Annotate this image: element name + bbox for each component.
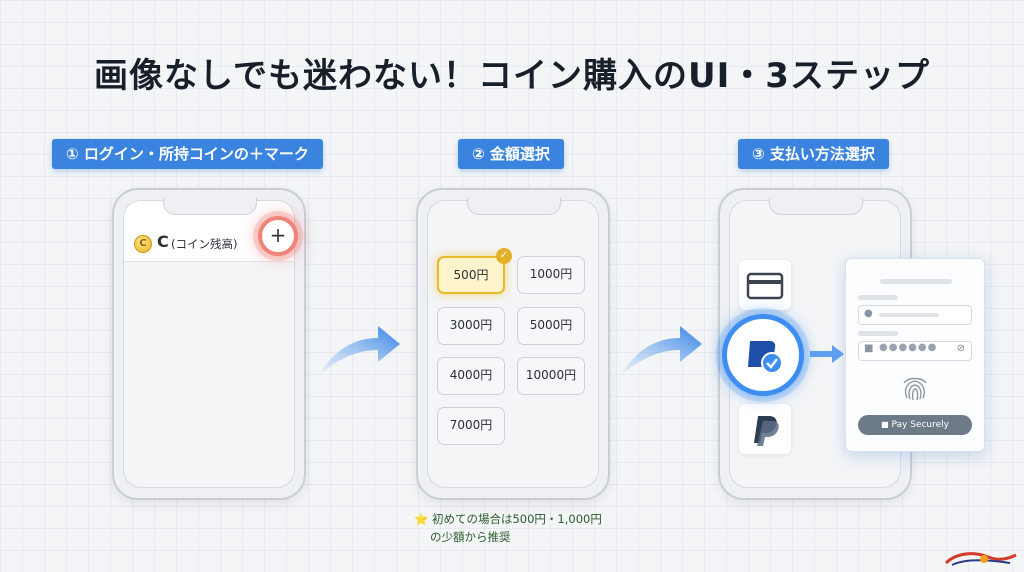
eye-off-icon[interactable]: ⊘ (956, 343, 965, 354)
note-line-2: の少額から推奨 (430, 530, 511, 544)
page-title: 画像なしでも迷わない！コイン購入のUI・3ステップ (94, 56, 930, 96)
coin-icon: C (134, 235, 152, 253)
shield-check-icon (748, 341, 783, 374)
note-line-1: 初めての場合は500円・1,000円 (431, 512, 602, 526)
credit-card-icon (746, 272, 784, 300)
fingerprint-icon[interactable] (898, 371, 932, 405)
username-field[interactable]: ● (858, 305, 972, 325)
amount-option-4000[interactable]: 4000円 (437, 357, 505, 395)
amount-option-5000[interactable]: 5000円 (517, 307, 585, 345)
lock-icon: ■ (864, 343, 874, 354)
step-3-label: ③ 支払い方法選択 (738, 139, 889, 169)
phone-notch (163, 198, 257, 215)
arrow-right-icon (810, 345, 844, 363)
paypal-icon (754, 416, 779, 446)
field-label-bar (858, 331, 898, 336)
check-icon: ✓ (496, 248, 512, 264)
amount-option-10000[interactable]: 10000円 (517, 357, 585, 395)
phone-notch (467, 198, 561, 215)
arrow-right-icon (622, 326, 702, 374)
password-dots: ●●●●●● (879, 342, 938, 353)
credit-card-option[interactable] (739, 260, 791, 310)
coin-balance-label: (コイン残高) (171, 237, 238, 251)
amount-option-7000[interactable]: 7000円 (437, 407, 505, 445)
arrow-right-icon (320, 326, 400, 374)
coin-letter: C (157, 232, 169, 251)
field-label-bar (858, 295, 898, 300)
amount-option-1000[interactable]: 1000円 (517, 256, 585, 294)
watermark-logo (944, 552, 1017, 566)
amount-option-500[interactable]: 500円 (437, 256, 505, 294)
user-icon: ● (864, 308, 873, 319)
paypal-option[interactable] (739, 404, 791, 454)
pay-securely-label: Pay Securely (891, 420, 949, 430)
lock-icon: ■ (881, 420, 889, 429)
recommendation-note: ⭐ 初めての場合は500円・1,000円 の少額から推奨 (414, 510, 602, 546)
step-1-label: ① ログイン・所持コインの＋マーク (52, 139, 323, 169)
payment-login-card: ● ■ ●●●●●● ⊘ ■ Pay Securely (845, 258, 985, 452)
star-icon: ⭐ (414, 512, 429, 526)
secure-pay-option[interactable] (722, 314, 804, 396)
pay-securely-button[interactable]: ■ Pay Securely (858, 415, 972, 435)
step-2-label: ② 金額選択 (458, 139, 564, 169)
field-placeholder-bar (879, 313, 939, 317)
card-heading-bar (880, 279, 952, 284)
add-coin-button[interactable]: + (258, 216, 298, 256)
password-field[interactable]: ■ ●●●●●● ⊘ (858, 341, 972, 361)
amount-option-3000[interactable]: 3000円 (437, 307, 505, 345)
phone-notch (769, 198, 863, 215)
